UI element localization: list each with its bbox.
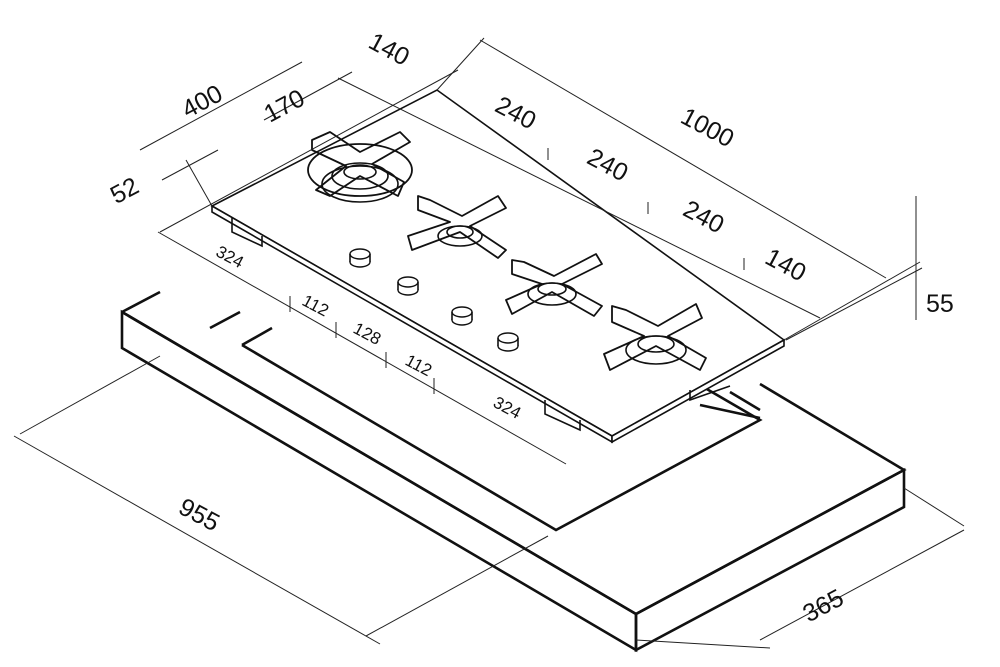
burner-2-cap bbox=[446, 225, 474, 239]
hob bbox=[210, 89, 786, 444]
burner-2-grate bbox=[407, 195, 507, 259]
burner-1 bbox=[307, 131, 413, 203]
countertop-top-edge bbox=[121, 310, 907, 616]
label-depth: 400 bbox=[177, 80, 227, 124]
label-right-margin: 140 bbox=[761, 243, 811, 287]
burner-1-grate-ring bbox=[307, 143, 413, 197]
label-spacing-2: 240 bbox=[583, 143, 633, 187]
knob-2 bbox=[397, 276, 419, 296]
dimension-lines bbox=[13, 37, 965, 649]
hob-glass-side-edge bbox=[611, 338, 785, 444]
label-left-margin: 140 bbox=[364, 27, 414, 71]
burner-4-grate bbox=[603, 303, 707, 371]
label-knob-gap-3: 112 bbox=[402, 351, 435, 381]
burner-3 bbox=[505, 253, 603, 317]
burner-1-crown bbox=[331, 162, 389, 190]
label-cutout-depth: 365 bbox=[798, 584, 848, 628]
countertop-side-face bbox=[634, 467, 906, 653]
countertop bbox=[120, 290, 907, 653]
cutout-edge-2 bbox=[241, 326, 273, 347]
cutout-edge-right bbox=[699, 403, 761, 420]
knob-3 bbox=[451, 306, 473, 326]
label-spacing-1: 240 bbox=[491, 91, 541, 135]
knob-1 bbox=[349, 248, 371, 268]
label-cutout-width: 955 bbox=[174, 493, 224, 537]
countertop-top-edge-back-left bbox=[121, 290, 161, 314]
cutout-edge-right-2 bbox=[729, 390, 761, 412]
label-knob-right: 324 bbox=[490, 393, 524, 423]
label-burner-back-offset: 170 bbox=[259, 84, 309, 128]
label-knob-left: 324 bbox=[213, 242, 247, 272]
knob-4 bbox=[497, 332, 519, 352]
burner-1-grate bbox=[311, 131, 411, 197]
cutout-edge-front bbox=[241, 343, 763, 532]
control-knobs bbox=[349, 248, 519, 352]
label-knob-gap-1: 112 bbox=[299, 291, 332, 321]
cutout-edge-1 bbox=[209, 310, 241, 330]
label-spacing-3: 240 bbox=[679, 195, 729, 239]
burner-4-cap bbox=[637, 335, 675, 353]
burner-3-grate bbox=[505, 253, 603, 317]
label-front-offset: 52 bbox=[106, 172, 144, 210]
burner-4 bbox=[603, 303, 707, 371]
hob-foot-left bbox=[231, 218, 263, 248]
label-height: 55 bbox=[926, 290, 954, 318]
hob-glass-top bbox=[210, 89, 786, 437]
burner-1-cap bbox=[343, 164, 377, 180]
burner-2 bbox=[407, 195, 507, 259]
label-total-width: 1000 bbox=[676, 102, 738, 153]
hob-foot-mid bbox=[544, 400, 581, 432]
burner-3-cap bbox=[537, 282, 567, 296]
hob-foot-right bbox=[689, 385, 731, 402]
burner-1-base bbox=[321, 165, 399, 203]
